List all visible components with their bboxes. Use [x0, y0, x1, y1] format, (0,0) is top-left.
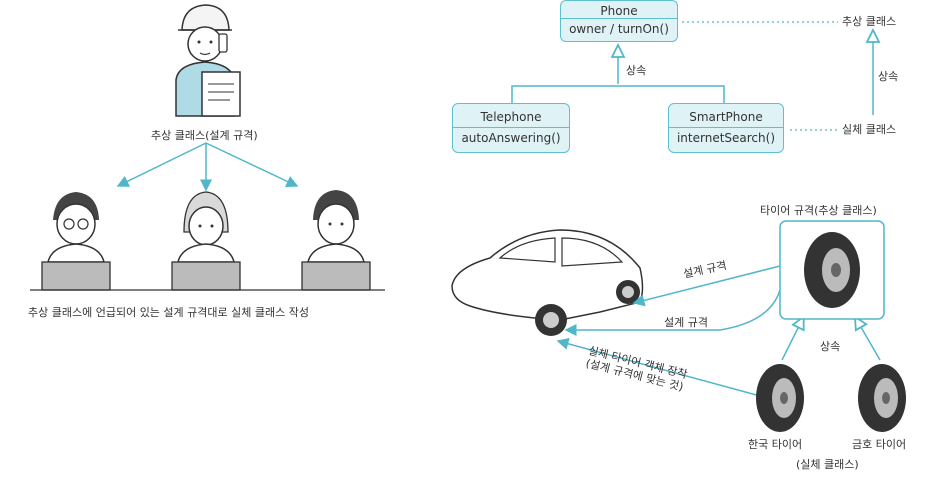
car-illustration	[451, 229, 644, 336]
hankook-tire-label: 한국 타이어	[748, 438, 803, 451]
abstract-tire-icon	[804, 232, 860, 308]
class-methods-smartphone: internetSearch()	[676, 131, 776, 145]
class-name-phone: Phone	[561, 1, 677, 19]
hankook-tire-icon	[756, 364, 804, 432]
kumho-tire-label: 금호 타이어	[852, 438, 907, 451]
kumho-tire-icon	[858, 364, 906, 432]
developer-figure-3	[301, 190, 371, 291]
architect-figure	[175, 4, 241, 117]
uml-abstract-label: 추상 클래스	[842, 15, 897, 28]
class-methods-telephone: autoAnswering()	[461, 131, 561, 145]
uml-side-inherit-label: 상속	[878, 70, 899, 83]
assignment-arrows	[116, 142, 299, 192]
tire-arrows	[556, 265, 881, 397]
uml-connectors	[511, 21, 873, 131]
tire-abstract-label: 타이어 규격(추상 클래스)	[760, 204, 877, 217]
uml-concrete-label: 실체 클래스	[842, 123, 897, 136]
class-methods-phone: owner / turnOn()	[569, 22, 669, 36]
uml-class-smartphone: SmartPhone internetSearch()	[668, 103, 784, 153]
developers-caption: 추상 클래스에 언급되어 있는 설계 규격대로 실체 클래스 작성	[28, 306, 309, 319]
tire-concrete-label: (실체 클래스)	[796, 458, 859, 471]
design-spec-label-2: 설계 규격	[664, 316, 708, 329]
uml-class-telephone: Telephone autoAnswering()	[452, 103, 570, 153]
tire-inherit-label: 상속	[820, 340, 841, 353]
uml-inherit-label: 상속	[626, 64, 647, 77]
developer-figure-2	[171, 191, 241, 291]
developer-figure-1	[41, 192, 111, 291]
uml-class-phone: Phone owner / turnOn()	[560, 0, 678, 42]
class-name-telephone: Telephone	[453, 104, 569, 128]
architect-label: 추상 클래스(설계 규격)	[151, 129, 258, 142]
class-name-smartphone: SmartPhone	[669, 104, 783, 128]
